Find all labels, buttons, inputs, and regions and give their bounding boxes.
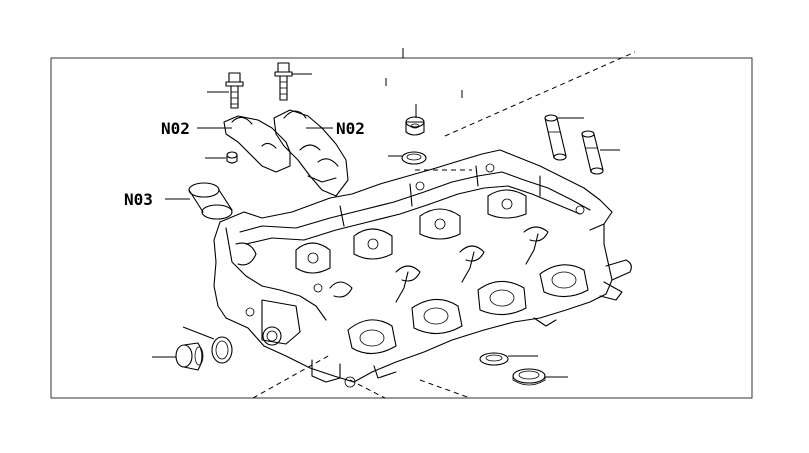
dowel-pin — [226, 151, 238, 164]
port-gasket-upper — [479, 352, 509, 366]
valve-guide-left — [544, 114, 567, 161]
leader-front-gasket — [182, 326, 215, 340]
plug-gasket — [401, 151, 427, 165]
callout-n03: N03 — [124, 190, 153, 209]
valve-lifter — [188, 182, 233, 220]
front-plug-gasket — [211, 336, 233, 364]
cylinder-head — [213, 149, 632, 388]
port-gasket-lower — [512, 368, 546, 386]
oil-plug — [405, 116, 425, 136]
callout-n02-left: N02 — [161, 119, 190, 138]
cap-bolt-left — [225, 72, 244, 109]
bearing-cap-left — [223, 115, 291, 173]
diagram-frame — [50, 57, 753, 399]
valve-guide-right — [581, 130, 604, 175]
front-plug — [175, 342, 204, 371]
callout-n02-right: N02 — [336, 119, 365, 138]
assembly-guide-lines — [252, 51, 636, 399]
bearing-cap-right — [273, 109, 349, 197]
cap-bolt-right — [274, 62, 293, 101]
